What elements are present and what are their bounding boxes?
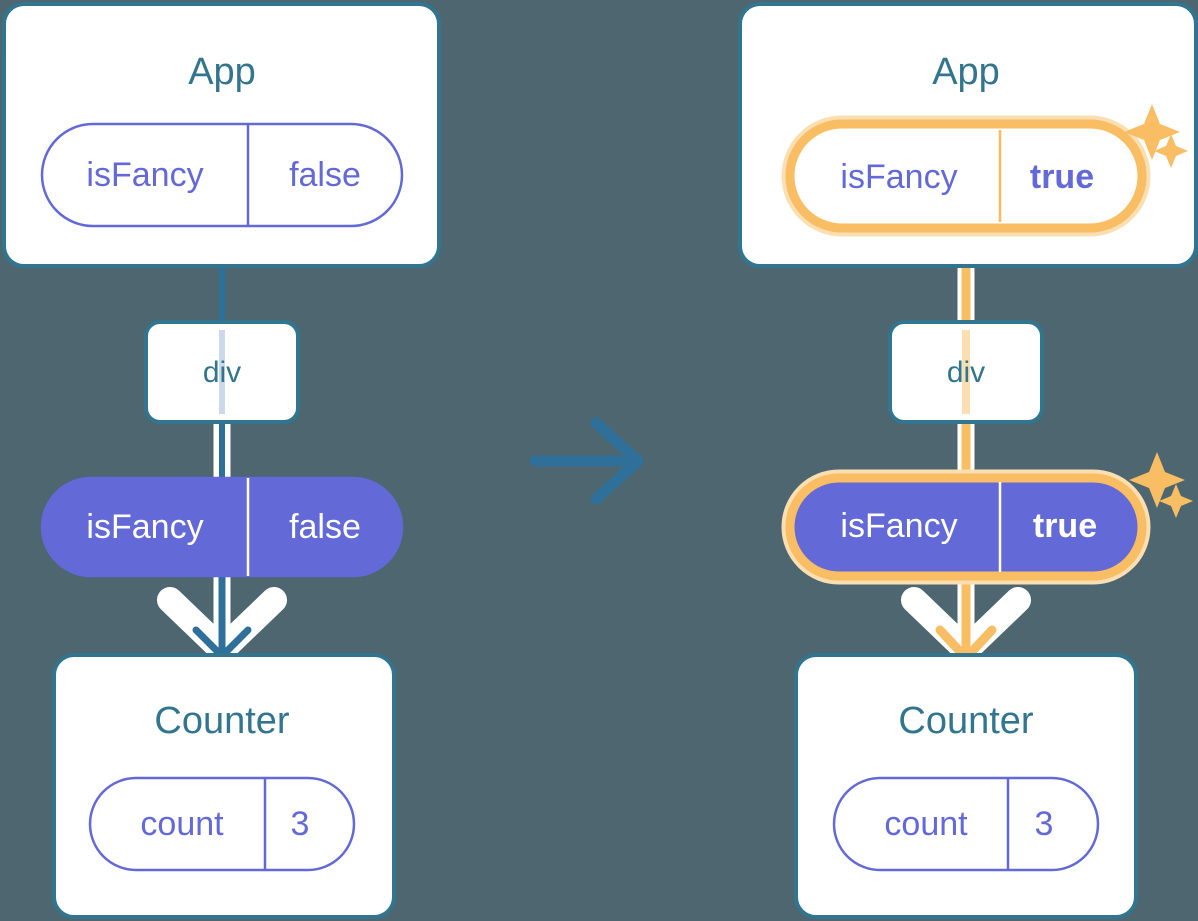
left-div-label: div	[203, 356, 241, 389]
right-counter-pill-value: 3	[1035, 805, 1054, 843]
right-prop-pill-name: isFancy	[840, 507, 957, 545]
right-div-node: div	[888, 320, 1044, 424]
right-app-title: App	[932, 51, 1000, 93]
right-prop-pill: isFancy true	[781, 469, 1151, 585]
left-counter-pill-value: 3	[291, 805, 310, 843]
sparkle-app-large	[1124, 104, 1180, 160]
left-counter-state-pill: count 3	[88, 776, 356, 872]
left-prop-pill-value: false	[289, 508, 361, 546]
right-app-pill-value: true	[1030, 158, 1094, 196]
left-prop-pill: isFancy false	[40, 476, 404, 578]
left-counter-title: Counter	[154, 700, 290, 742]
right-counter-title: Counter	[898, 700, 1034, 742]
right-arrow-icon	[529, 417, 644, 505]
sparkle-prop-small	[1159, 484, 1193, 518]
left-app-title: App	[188, 51, 256, 93]
left-counter-pill-name: count	[140, 805, 224, 843]
left-app-pill-value: false	[289, 156, 361, 194]
left-div-node: div	[144, 320, 300, 424]
right-counter-state-pill: count 3	[832, 776, 1100, 872]
left-app-pill-name: isFancy	[86, 156, 203, 194]
sparkle-prop-large	[1129, 452, 1185, 508]
right-app-pill-name: isFancy	[840, 158, 957, 196]
left-app-state-pill: isFancy false	[40, 122, 404, 228]
right-counter-pill-name: count	[884, 805, 968, 843]
left-prop-pill-name: isFancy	[86, 508, 203, 546]
right-app-state-pill: isFancy true	[781, 115, 1151, 237]
sparkle-app-small	[1154, 134, 1188, 168]
right-prop-pill-value: true	[1033, 507, 1097, 545]
right-div-label: div	[947, 356, 985, 389]
